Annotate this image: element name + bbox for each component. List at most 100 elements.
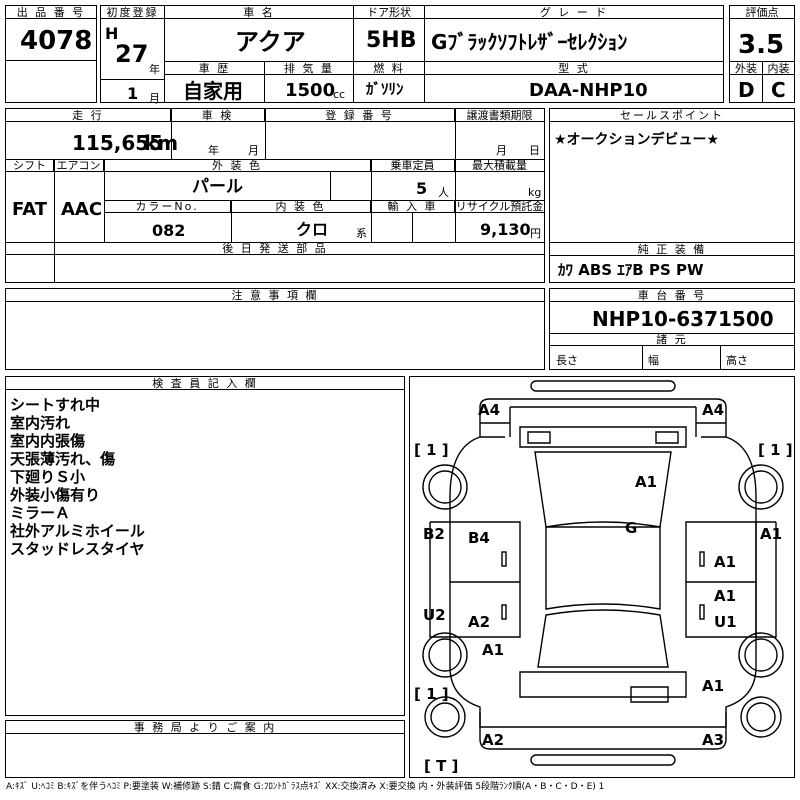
caution-label: 注 意 事 項 欄 [6,289,544,302]
mark-b2: B2 [423,525,445,543]
note-line: スタッドレスタイヤ [10,540,145,558]
mark-u2: U2 [423,606,446,624]
aircon: AAC [61,199,103,220]
lot-no: 4078 [20,26,93,56]
mark-a2-bottom: A2 [482,731,504,749]
equip-label: 純 正 装 備 [550,243,794,256]
door-box: ドア形状 5HB [353,5,425,62]
selling-point: ★オークションデビュー★ [554,132,720,148]
front-bumper [479,398,727,437]
score-box: 評価点 3.5 [729,5,795,62]
load-label: 最大積載量 [455,159,544,172]
ext-color: パール [192,177,243,197]
ext-color-label: 外 装 色 [104,159,371,172]
roof [545,521,661,610]
recycle-label: リサイクル預託金 [455,200,544,213]
capacity: 5 [416,179,428,198]
door-label: ドア形状 [354,6,424,19]
reg-no-label: 登 録 番 号 [265,109,455,122]
note-line: 社外アルミホイール [10,522,145,540]
history-box: 車 歴 自家用 [164,61,265,103]
note-line: 室内内張傷 [10,432,86,450]
trunk [519,671,687,698]
selling-label: セールスポイント [550,109,794,122]
model-box: 型 式 DAA-NHP10 [424,61,724,103]
note-line: 下廻りＳ小 [10,468,86,486]
note-line: シートすれ中 [10,396,101,414]
transfer-day-unit: 日 [529,144,540,157]
note-line: ミラーＡ [10,504,71,522]
mark-a1-right: A1 [760,525,782,543]
capacity-label: 乗車定員 [371,159,455,172]
int-color-label: 内 装 色 [231,200,371,213]
mark-a1-right-door: A1 [714,553,736,571]
model: DAA-NHP10 [529,80,648,101]
mark-a2: A2 [468,613,490,631]
person-unit: 人 [438,186,449,199]
chassis-box: 車 台 番 号 NHP10-6371500 諸 元 長さ 幅 高さ [549,288,795,370]
equipment: ｶﾜ ABS ｴｱB PS PW [558,261,704,279]
hood [519,426,687,448]
grade-box: グ レ ー ド Gﾌﾞﾗｯｸｿﾌﾄﾚｻﾞｰｾﾚｸｼｮﾝ [424,5,724,62]
length-label: 長さ [556,354,578,367]
cc-unit: cc [333,88,346,101]
inspection-label: 車 検 [171,109,265,122]
shift-label: シフト [6,159,54,172]
right-front-fender [701,436,757,522]
color-no-label: カラーNo. [104,200,231,213]
era: H [105,24,119,43]
car-name-label: 車 名 [165,6,353,19]
spec-label: 諸 元 [550,333,794,346]
note-line: 室内汚れ [10,414,71,432]
caution-box: 注 意 事 項 欄 [5,288,545,370]
history: 自家用 [183,79,243,103]
chassis-no: NHP10-6371500 [592,307,774,331]
mark-t: [ T ] [424,757,458,775]
mark-bracket-tl: [ 1 ] [414,441,449,459]
import-label: 輸 入 車 [371,200,455,213]
note-line: 外装小傷有り [10,486,101,504]
ext-label: 外装 [730,62,762,75]
mark-a1-right-rear-door: A1 [714,587,736,605]
car-name-box: 車 名 アクア [164,5,354,62]
right-rear-wheel [738,632,784,678]
mark-a1-left-rear: A1 [482,641,504,659]
year-unit: 年 [149,63,160,76]
left-front-wheel [422,464,468,510]
model-label: 型 式 [425,62,723,75]
mark-a1-hood: A1 [635,473,657,491]
ext-box: 外装 D [729,61,763,103]
score-label: 評価点 [730,6,794,19]
int-grade: C [771,78,786,102]
ac-label: エアコン [54,159,104,172]
equipment-box: 純 正 装 備 ｶﾜ ABS ｴｱB PS PW [549,242,795,283]
car-name: アクア [235,28,306,56]
mark-a3: A3 [702,731,724,749]
fuel-box: 燃 料 ｶﾞｿﾘﾝ [353,61,425,103]
left-side [429,521,451,638]
kg-unit: kg [528,186,542,199]
lot-no-label: 出 品 番 号 [6,6,96,19]
recycle: 9,130 [480,220,531,239]
mark-g: G [625,519,637,537]
km-unit: km [144,131,179,155]
kei-unit: 系 [356,227,367,240]
selling-point-box: セールスポイント ★オークションデビュー★ [549,108,795,243]
reg-month: 1 [127,84,139,103]
inspector-notes: シートすれ中 室内汚れ 室内内張傷 天張薄汚れ、傷 下廻りＳ小 外装小傷有り ミ… [10,396,145,558]
reg-year: 27 [115,40,149,68]
later-parts-label: 後 日 発 送 部 品 [6,242,544,255]
height-label: 高さ [726,354,748,367]
shift: FAT [12,199,48,220]
first-reg-box: 初度登録 H 27 年 1 月 [100,5,165,104]
score: 3.5 [738,30,785,60]
yen-unit: 円 [530,227,541,240]
rear-window [537,609,669,668]
insp-year-unit: 年 [208,144,219,157]
history-label: 車 歴 [165,62,264,75]
grade-label: グ レ ー ド [425,6,723,19]
door-type: 5HB [366,28,417,53]
mark-bracket-bl: [ 1 ] [414,685,449,703]
inspector-box: 検 査 員 記 入 欄 シートすれ中 室内汚れ 室内内張傷 天張薄汚れ、傷 下廻… [5,376,405,716]
mark-a4-right: A4 [702,401,724,419]
